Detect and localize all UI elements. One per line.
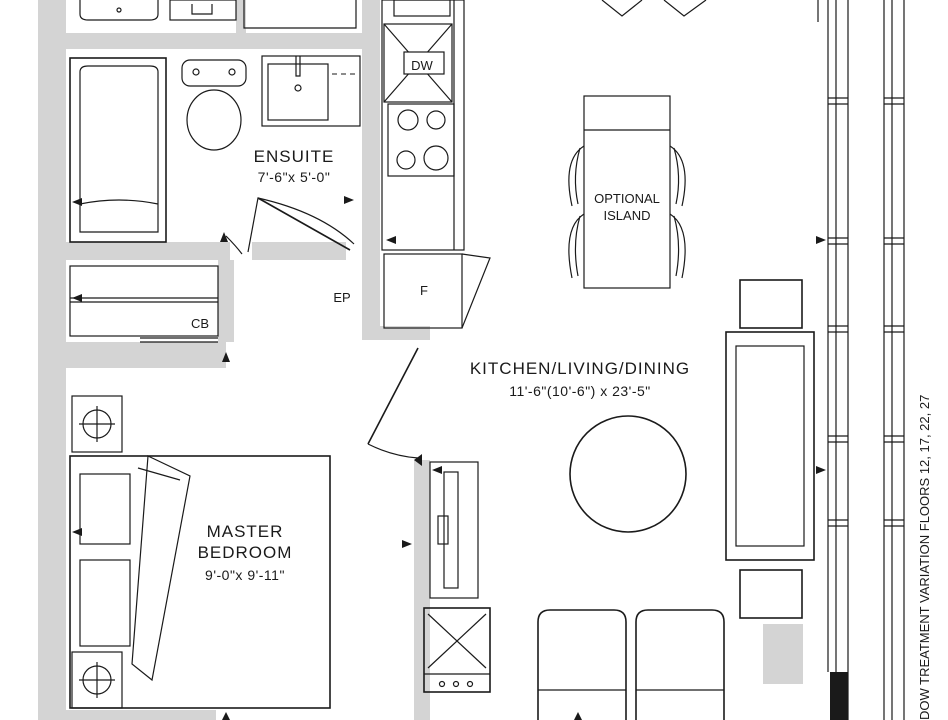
electrical-panel-label: EP: [333, 290, 350, 305]
sofa: [725, 331, 815, 561]
dishwasher-label: DW: [411, 58, 433, 73]
toilet-bowl: [186, 89, 242, 151]
kitchen-dims: 11'-6"(10'-6") x 23'-5": [509, 383, 651, 399]
living-furniture: [537, 236, 826, 720]
wall-ensuite-right: [362, 0, 380, 340]
master-bedroom: MASTER BEDROOM 9'-0"x 9'-11": [69, 395, 331, 720]
ensuite-name: ENSUITE: [254, 147, 335, 166]
ensuite-dims: 7'-6"x 5'-0": [258, 169, 331, 185]
toilet-tank: [181, 59, 247, 87]
bed: [69, 455, 331, 709]
wall-ensuite-bottom-left: [66, 242, 230, 260]
armchair-top: [739, 279, 803, 329]
kitchen-name: KITCHEN/LIVING/DINING: [470, 359, 690, 378]
bathtub: [69, 57, 167, 243]
window-treatment-note: DOW TREATMENT VARIATION FLOORS 12, 17, 2…: [917, 395, 932, 720]
master-name-line1: MASTER: [207, 522, 284, 541]
cooktop: [387, 103, 455, 177]
master-dims: 9'-0"x 9'-11": [205, 567, 285, 583]
dining-table: [569, 415, 687, 533]
wall-window-gray-block: [763, 624, 803, 684]
island-label-line1: OPTIONAL: [594, 191, 660, 206]
window-dark-block: [830, 672, 848, 720]
wall-bath-mid-divider: [236, 0, 246, 33]
wall-left-exterior: [38, 0, 66, 720]
ensuite-fixtures: ENSUITE 7'-6"x 5'-0": [69, 55, 396, 255]
island-label-line2: ISLAND: [604, 208, 651, 223]
wall-bottom-left: [66, 710, 216, 720]
island: [583, 95, 671, 289]
kitchen-counter: DW F: [367, 0, 491, 466]
wall-bath-top: [66, 33, 362, 49]
wall-ensuite-bottom-right: [252, 242, 346, 260]
fridge-label: F: [420, 283, 428, 298]
vanity: [261, 55, 361, 127]
optional-island-group: OPTIONAL ISLAND: [568, 0, 707, 289]
fridge: [383, 253, 463, 329]
media-unit: [402, 461, 491, 693]
upper-bath-fixtures: [79, 0, 357, 29]
closet: CB EP: [69, 265, 351, 362]
armchair-bottom: [739, 569, 803, 619]
walls: [38, 0, 848, 720]
wall-bedroom-right: [414, 460, 430, 720]
dishwasher: [383, 23, 453, 103]
range: [423, 607, 491, 693]
wall-bedroom-top: [66, 342, 226, 368]
wall-kitchen-partition-bottom: [362, 326, 430, 340]
window-wall: [817, 0, 905, 720]
master-name-line2: BEDROOM: [198, 543, 293, 562]
closet-label: CB: [191, 316, 209, 331]
wall-closet-right: [218, 260, 234, 342]
